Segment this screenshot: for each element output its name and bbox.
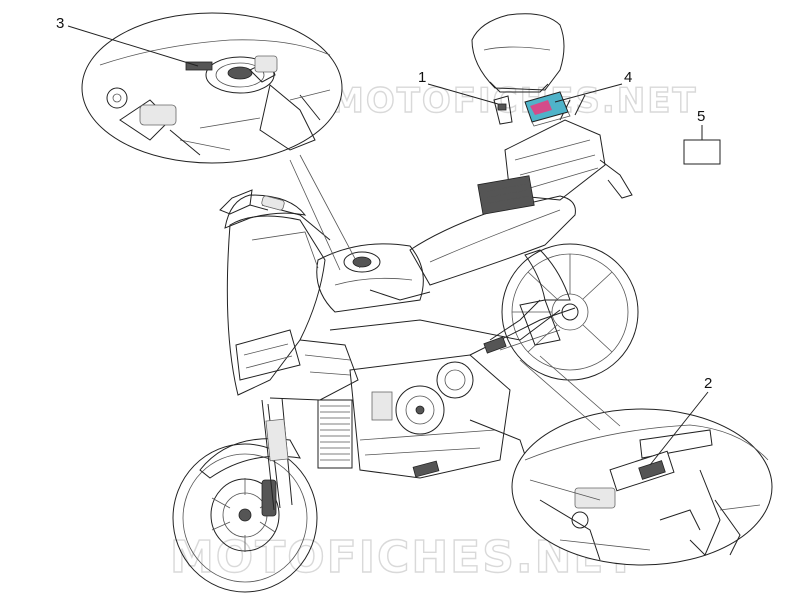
- leader-line-2: [649, 391, 709, 466]
- watermark-top: MOTOFICHES.NET: [330, 81, 698, 121]
- callout-5: 5: [697, 108, 705, 140]
- rear-footpeg: [483, 336, 507, 354]
- callout-4: 4: [554, 69, 632, 103]
- leader-line-4: [554, 83, 623, 103]
- part-5-box: [683, 139, 721, 165]
- rear-rack: [477, 94, 633, 215]
- windscreen: [224, 194, 307, 229]
- leader-line-3: [67, 25, 199, 67]
- handlebar: [261, 195, 431, 301]
- radiator: [317, 399, 353, 469]
- detail-view-fuel-cap: [81, 12, 343, 164]
- detail-connector-top: [289, 154, 361, 271]
- callout-number-3: 3: [56, 15, 64, 32]
- fuel-decal: [185, 61, 213, 71]
- front-footpeg: [412, 460, 440, 478]
- callout-number-1: 1: [418, 69, 426, 86]
- detail-view-label: [511, 408, 773, 566]
- callout-3: 3: [56, 15, 199, 67]
- leader-line-1: [427, 83, 499, 105]
- frame: [329, 299, 576, 356]
- callout-1: 1: [418, 69, 499, 105]
- front-fairing: [226, 215, 359, 401]
- front-mudguard: [199, 438, 301, 479]
- fuel-tank: [316, 243, 424, 313]
- motorcycle-illustration: [172, 94, 639, 593]
- callout-number-4: 4: [624, 69, 632, 86]
- callout-number-2: 2: [704, 375, 712, 392]
- engine: [349, 354, 531, 479]
- callout-2: 2: [649, 375, 712, 466]
- mirror: [219, 189, 269, 215]
- part-1-tag: [493, 95, 513, 125]
- rear-side-panel: [524, 249, 571, 301]
- seat-cowl: [471, 13, 565, 93]
- detail-connector-bottom: [519, 355, 621, 431]
- seat: [409, 195, 576, 286]
- front-forks: [261, 397, 293, 511]
- rear-wheel: [501, 243, 639, 381]
- part-4-manual: [524, 91, 571, 127]
- front-wheel: [172, 443, 318, 593]
- callout-number-5: 5: [697, 108, 705, 125]
